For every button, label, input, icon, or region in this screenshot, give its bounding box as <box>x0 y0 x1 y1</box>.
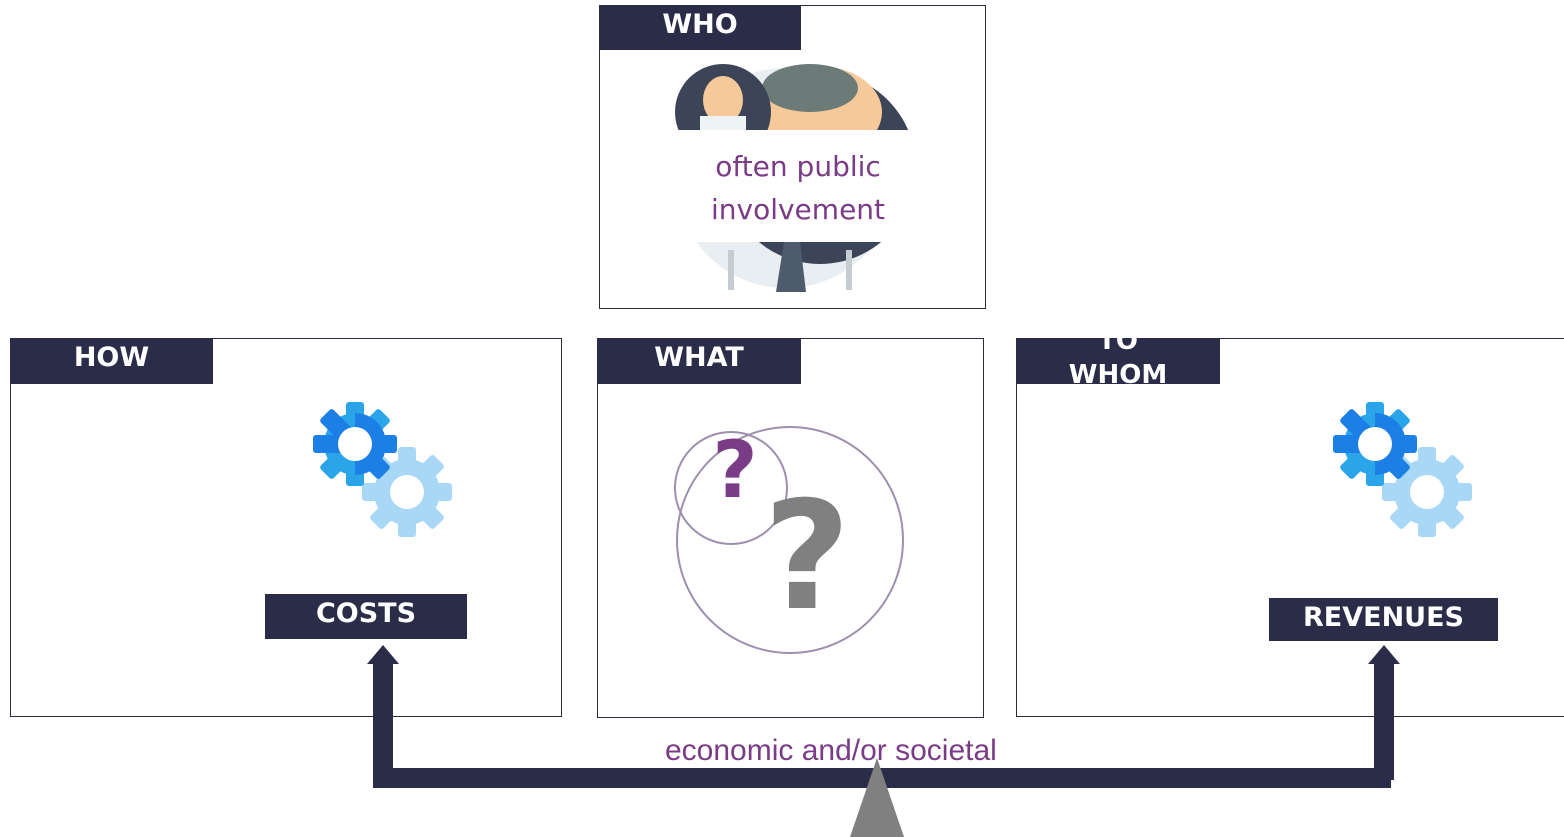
how-gears-icon <box>313 402 452 537</box>
what-box <box>597 338 984 718</box>
revenues-tag: REVENUES <box>1269 598 1498 641</box>
question-circles-icon <box>674 426 904 654</box>
to-whom-box <box>1016 338 1564 717</box>
who-text-line2: involvement <box>710 193 886 226</box>
costs-tag: COSTS <box>265 594 467 639</box>
fulcrum-triangle <box>850 758 904 837</box>
balance-label: economic and/or societal <box>665 734 997 767</box>
how-box <box>10 338 562 717</box>
who-text-line1: often public <box>715 150 881 183</box>
to-whom-gears-icon <box>1333 402 1472 537</box>
who-label: WHO <box>599 5 801 50</box>
to-whom-label-line2: WHOM <box>1068 360 1168 384</box>
what-label: WHAT <box>597 338 801 384</box>
arrow-up-icon-left <box>367 645 399 664</box>
how-label: HOW <box>10 338 213 384</box>
to-whom-label: TO WHOM <box>1016 338 1220 384</box>
to-whom-label-line1: TO <box>1098 338 1138 356</box>
arrow-up-icon-right <box>1368 645 1400 664</box>
question-mark-large: ? <box>763 470 851 644</box>
who-description: often public involvement <box>660 145 936 231</box>
question-mark-small: ? <box>712 426 758 516</box>
